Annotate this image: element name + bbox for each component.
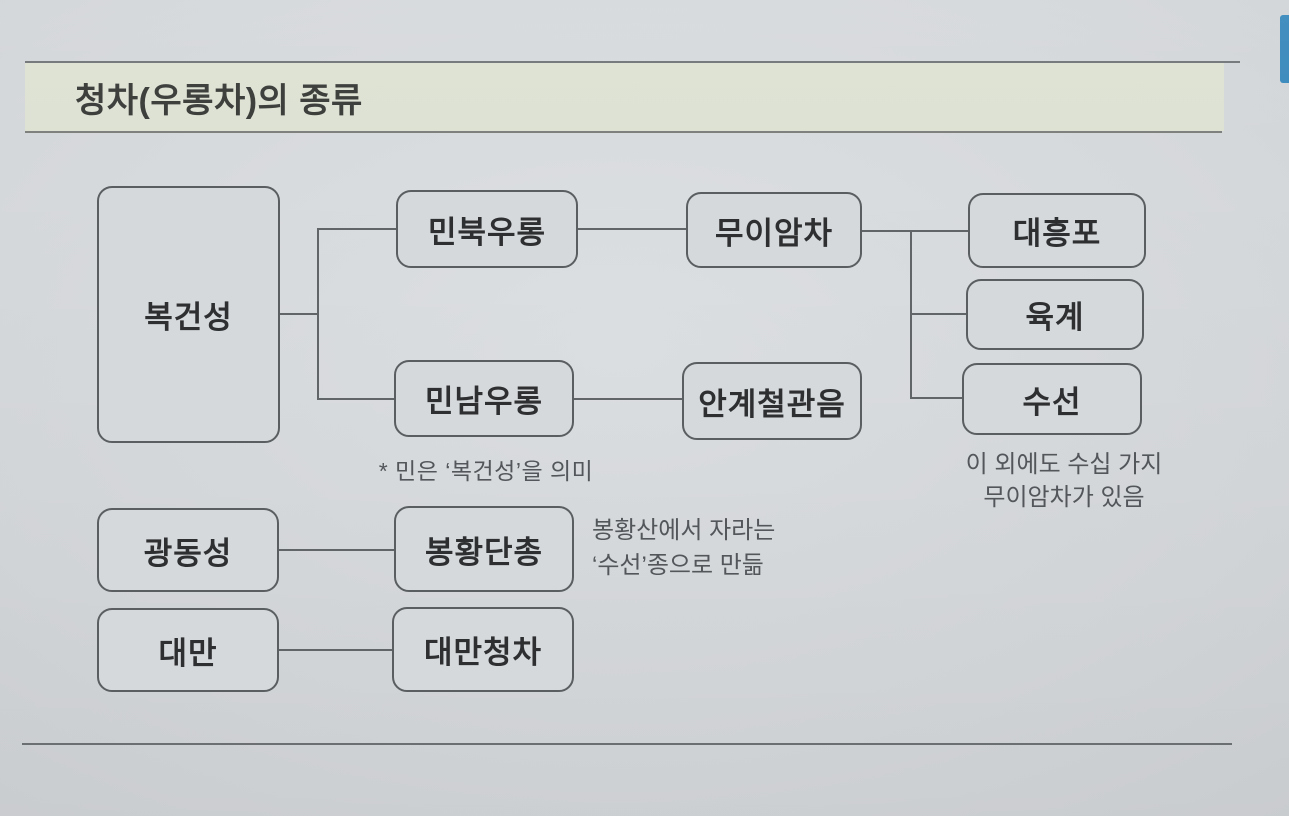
note-line: 무이암차가 있음 bbox=[983, 484, 1145, 511]
node-bonghwang-danchong: 봉황단총 bbox=[394, 506, 574, 592]
connector-minnam-to-angye bbox=[574, 398, 682, 400]
note-line: 봉황산에서 자라는 bbox=[592, 517, 776, 544]
note-bonghwang-origin: 봉황산에서 자라는 ‘수선’종으로 만듦 bbox=[592, 513, 832, 583]
page-edge-accent-bar bbox=[1280, 15, 1289, 83]
connector-to-suseon bbox=[912, 397, 962, 399]
node-muyi-rock-tea: 무이암차 bbox=[686, 192, 862, 268]
node-label: 육계 bbox=[1025, 300, 1085, 335]
connector-gwangdong-to-bonghwang bbox=[279, 549, 394, 551]
node-daehongpo: 대흥포 bbox=[968, 193, 1146, 268]
node-yukgye: 육계 bbox=[966, 279, 1144, 350]
note-text: * 민은 ‘복건성’을 의미 bbox=[378, 458, 594, 484]
node-angye-tieguanyin: 안계철관음 bbox=[682, 362, 862, 440]
connector-taiwan-to-cheongcha bbox=[279, 649, 392, 651]
node-label: 수선 bbox=[1022, 384, 1082, 420]
node-label: 복건성 bbox=[144, 300, 233, 335]
connector-to-minnam bbox=[319, 398, 394, 400]
connector-fujian-branch-vertical bbox=[317, 228, 319, 400]
node-label: 광동성 bbox=[143, 535, 233, 571]
note-min-meaning: * 민은 ‘복건성’을 의미 bbox=[356, 452, 616, 486]
note-line: 이 외에도 수십 가지 bbox=[965, 451, 1163, 478]
node-label: 대만청차 bbox=[423, 635, 543, 670]
title-band: 청차(우롱차)의 종류 bbox=[25, 63, 1224, 131]
title-bottom-rule bbox=[25, 131, 1222, 133]
page-title: 청차(우롱차)의 종류 bbox=[75, 81, 363, 120]
node-minnam-oolong: 민남우롱 bbox=[394, 360, 574, 437]
node-label: 민남우롱 bbox=[424, 384, 544, 419]
footer-rule bbox=[22, 743, 1232, 745]
node-guangdong-province: 광동성 bbox=[97, 508, 279, 592]
connector-to-minbuk bbox=[319, 228, 396, 230]
note-more-muyi-teas: 이 외에도 수십 가지 무이암차가 있음 bbox=[938, 448, 1190, 514]
connector-muyi-branch-vertical bbox=[910, 230, 912, 399]
node-suseon: 수선 bbox=[962, 363, 1142, 435]
node-fujian-province: 복건성 bbox=[97, 186, 280, 443]
node-taiwan: 대만 bbox=[97, 608, 279, 692]
node-label: 민북우롱 bbox=[427, 214, 547, 250]
note-line: ‘수선’종으로 만듦 bbox=[592, 552, 764, 579]
node-label: 무이암차 bbox=[714, 215, 834, 251]
connector-to-yukgye bbox=[912, 313, 966, 315]
node-minbuk-oolong: 민북우롱 bbox=[396, 190, 578, 268]
connector-muyi-stub bbox=[862, 230, 911, 232]
node-label: 봉황단총 bbox=[424, 534, 544, 570]
connector-minbuk-to-muyi bbox=[578, 228, 686, 230]
title-top-rule bbox=[25, 61, 1240, 63]
node-label: 대흥포 bbox=[1012, 216, 1102, 251]
node-taiwan-cheongcha: 대만청차 bbox=[392, 607, 574, 692]
connector-fujian-stub bbox=[280, 313, 318, 315]
connector-to-daehongpo bbox=[912, 230, 968, 232]
node-label: 대만 bbox=[158, 635, 218, 671]
node-label: 안계철관음 bbox=[698, 386, 846, 422]
